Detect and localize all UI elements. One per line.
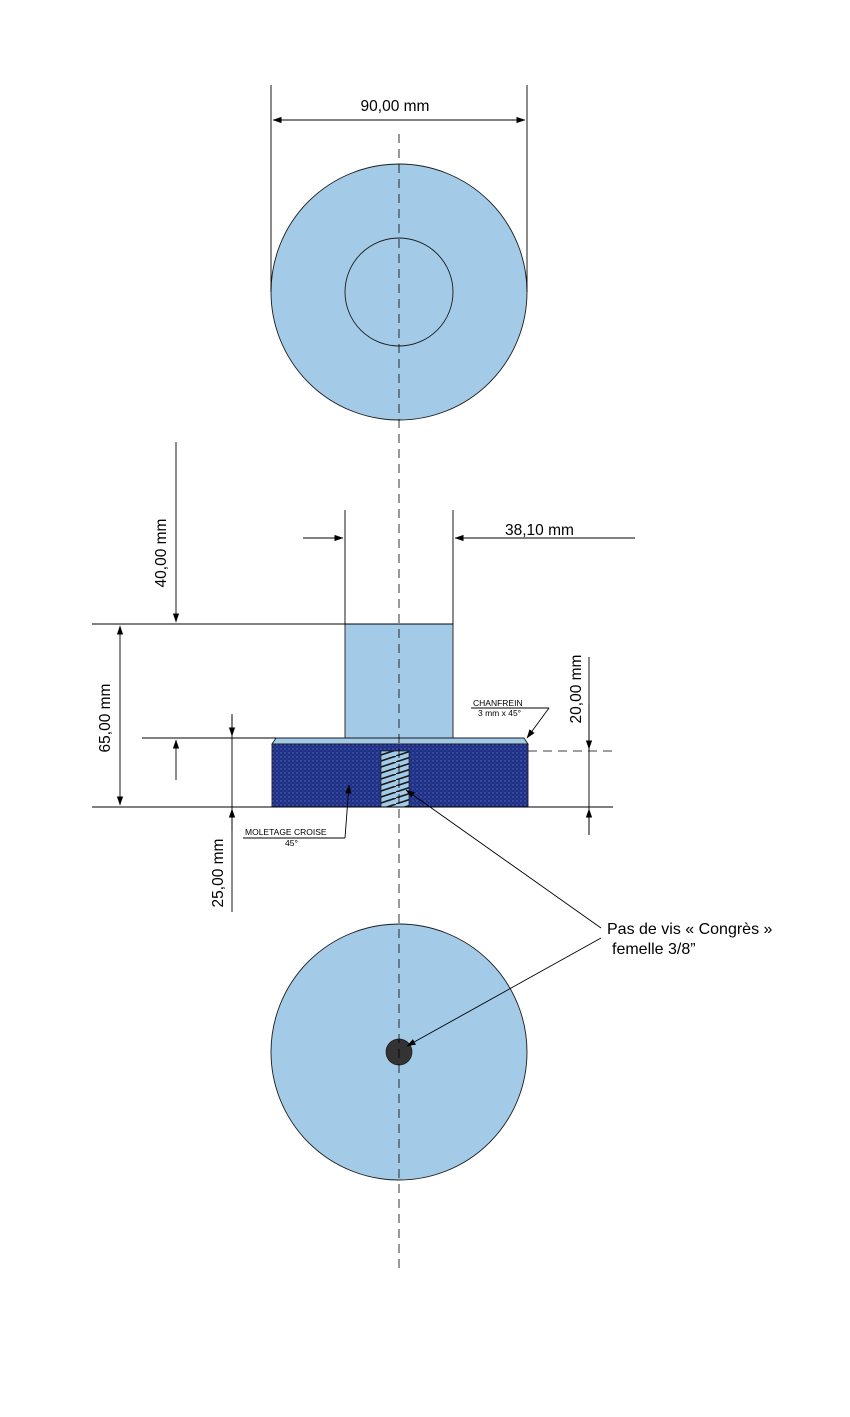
- diameter-label: 90,00 mm: [361, 98, 430, 115]
- chamfer-note: CHANFREIN 3 mm x 45°: [471, 698, 550, 739]
- side-view: [271, 623, 529, 808]
- total-height-dimension: 65,00 mm: [97, 625, 124, 806]
- chamfer-note-spec: 3 mm x 45°: [478, 708, 521, 718]
- thread-note-line1: Pas de vis « Congrès »: [607, 921, 773, 938]
- threaded-hole: [380, 750, 410, 808]
- stem-diameter-dimension: 38,10 mm: [303, 510, 635, 624]
- thread-leader: Pas de vis « Congrès » femelle 3/8”: [405, 789, 773, 1047]
- knurl-note-spec: 45°: [285, 838, 298, 848]
- diameter-dimension: 90,00 mm: [270, 85, 528, 292]
- knurl-note: MOLETAGE CROISE 45°: [243, 784, 352, 848]
- chamfer-band: [271, 737, 529, 745]
- total-height-label: 65,00 mm: [97, 684, 114, 753]
- chamfer-offset-dimension: 20,00 mm: [568, 655, 593, 835]
- chamfer-note-title: CHANFREIN: [473, 698, 523, 708]
- stem-diameter-label: 38,10 mm: [505, 522, 574, 539]
- base-height-label: 25,00 mm: [210, 839, 227, 908]
- thread-note-line2: femelle 3/8”: [612, 941, 696, 958]
- chamfer-offset-label: 20,00 mm: [568, 655, 585, 724]
- stem-height-label: 40,00 mm: [153, 519, 170, 588]
- stem-height-dimension: 40,00 mm: [153, 442, 180, 780]
- base-height-dimension: 25,00 mm: [210, 714, 236, 912]
- knurl-note-title: MOLETAGE CROISE: [245, 827, 327, 837]
